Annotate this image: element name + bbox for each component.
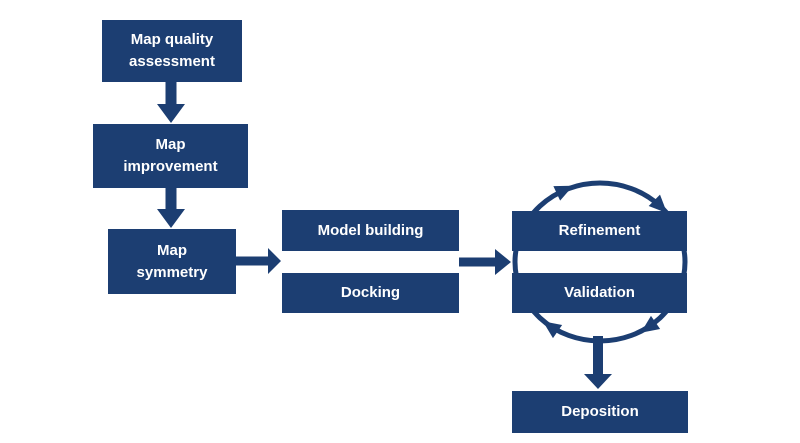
node-docking-label: Docking	[340, 284, 401, 301]
arrow-cycle-to-deposition-icon	[584, 336, 612, 389]
node-refinement-label: Refinement	[558, 222, 641, 239]
node-validation: Validation	[512, 273, 687, 313]
node-map-quality-assessment-label: Map quality assessment	[129, 31, 215, 70]
arrow-quality-to-improvement-icon	[157, 82, 185, 123]
cycle-arrowhead-bottom-left-icon	[542, 321, 563, 339]
arrow-building-to-refinement-icon	[459, 249, 511, 275]
node-deposition: Deposition	[512, 391, 688, 433]
arrow-symmetry-to-building-icon	[236, 248, 281, 274]
node-validation-label: Validation	[564, 284, 635, 301]
cycle-arrowhead-top-left-icon	[553, 185, 574, 201]
node-map-improvement: Map improvement	[93, 124, 248, 188]
node-docking: Docking	[282, 273, 459, 313]
node-deposition-label: Deposition	[561, 403, 639, 420]
node-refinement: Refinement	[512, 211, 687, 251]
node-map-quality-assessment: Map quality assessment	[102, 20, 242, 82]
node-map-symmetry-label: Map symmetry	[136, 241, 208, 281]
node-model-building-label: Model building	[317, 221, 424, 239]
cycle-arrowhead-bottom-right-icon	[640, 315, 661, 333]
cycle-arrowhead-top-right-icon	[648, 194, 668, 214]
node-model-building: Model building	[282, 210, 459, 251]
arrow-improvement-to-symmetry-icon	[157, 188, 185, 228]
node-map-improvement-label: Map improvement	[123, 136, 218, 175]
node-map-symmetry: Map symmetry	[108, 229, 236, 294]
